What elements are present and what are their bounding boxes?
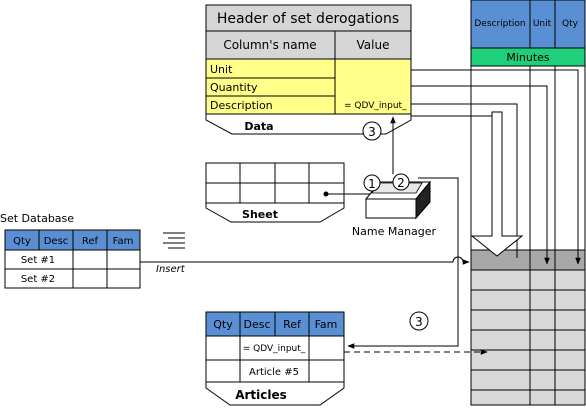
insert-icon bbox=[163, 232, 185, 249]
step-2-badge bbox=[392, 173, 410, 191]
sheet-grid: Sheet bbox=[205, 162, 345, 223]
set-db-header-desc: Desc bbox=[44, 236, 69, 247]
set-db-row-1: Set #1 bbox=[21, 255, 55, 266]
articles-header-desc: Desc bbox=[243, 318, 270, 331]
step-2-label: 2 bbox=[397, 176, 405, 190]
articles-table: Qty Desc Ref Fam = QDV_input_ Article #5… bbox=[205, 311, 345, 406]
right-header-unit: Unit bbox=[533, 19, 552, 29]
set-db-title: Set Database bbox=[0, 212, 74, 225]
sheet-label: Sheet bbox=[242, 208, 278, 221]
articles-header-ref: Ref bbox=[283, 318, 302, 331]
insert-line bbox=[140, 256, 470, 265]
row-description: Description bbox=[210, 99, 273, 112]
step-3-bottom-label: 3 bbox=[415, 315, 423, 329]
step-1-badge bbox=[363, 174, 381, 192]
step-3-top-badge bbox=[362, 121, 382, 141]
step-1-label: 1 bbox=[368, 177, 376, 191]
row-quantity: Quantity bbox=[210, 81, 258, 94]
articles-row-article5: Article #5 bbox=[249, 367, 299, 378]
manager-to-articles-line bbox=[347, 177, 459, 349]
name-manager-label: Name Manager bbox=[352, 225, 437, 238]
articles-row-formula: = QDV_input_ bbox=[243, 344, 306, 354]
right-header-qty: Qty bbox=[562, 19, 579, 29]
set-db-header-fam: Fam bbox=[113, 236, 134, 247]
hollow-arrow bbox=[470, 111, 524, 257]
set-db-table: Qty Desc Ref Fam Set #1 Set #2 bbox=[4, 229, 141, 289]
sheet-cell-dot bbox=[323, 191, 329, 197]
value-header: Value bbox=[357, 38, 390, 52]
data-tray: Data bbox=[205, 113, 412, 135]
set-db-header-ref: Ref bbox=[82, 236, 99, 247]
derogations-title: Header of set derogations bbox=[217, 11, 399, 27]
derogations-table: Header of set derogations Column's name … bbox=[205, 4, 412, 115]
column-name-header: Column's name bbox=[223, 38, 316, 52]
data-tray-label: Data bbox=[244, 120, 273, 133]
right-header-description: Description bbox=[474, 19, 525, 29]
articles-header-qty: Qty bbox=[213, 318, 233, 331]
description-value: = QDV_input_ bbox=[344, 101, 407, 111]
insert-label: Insert bbox=[156, 264, 186, 275]
set-db-header-qty: Qty bbox=[13, 236, 31, 247]
right-grid: Description Unit Qty Minutes bbox=[470, 0, 586, 406]
articles-header-fam: Fam bbox=[315, 318, 338, 331]
step-3-top-label: 3 bbox=[368, 125, 376, 139]
set-db-row-2: Set #2 bbox=[21, 274, 55, 285]
minutes-label: Minutes bbox=[506, 51, 550, 64]
row-unit: Unit bbox=[210, 63, 233, 76]
articles-tray-label: Articles bbox=[235, 388, 287, 402]
step-3-bottom-badge bbox=[409, 311, 429, 331]
